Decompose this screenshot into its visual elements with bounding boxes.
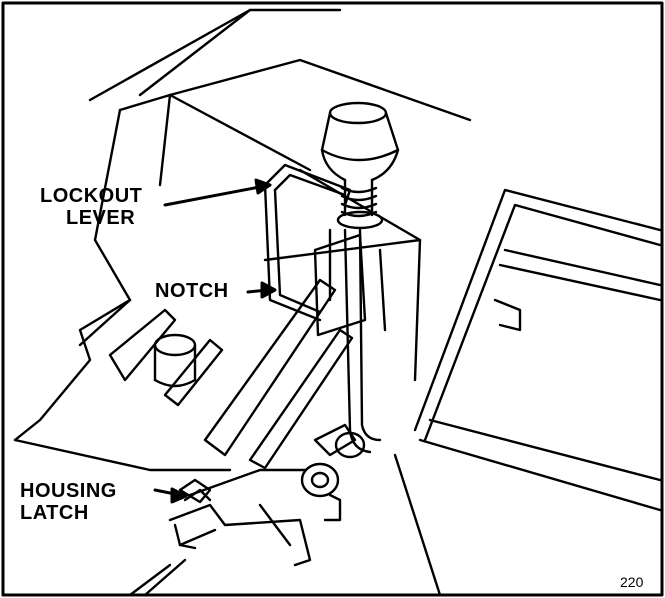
lower-linkage bbox=[168, 423, 366, 567]
pivot-pin bbox=[153, 333, 197, 388]
notch-arrowhead bbox=[260, 281, 277, 299]
lockout-lever-label-line-2: LEVER bbox=[66, 207, 136, 229]
notch-label-text: NOTCH bbox=[155, 280, 229, 302]
housing-latch bbox=[178, 478, 212, 504]
figure-number: 220 bbox=[620, 574, 644, 590]
lockout-arrowhead bbox=[254, 178, 272, 195]
lockout-lever-label: LOCKOUT LEVER bbox=[40, 185, 142, 229]
right-frame bbox=[413, 188, 662, 512]
notch-label: NOTCH bbox=[155, 280, 229, 302]
lever-knob bbox=[320, 101, 400, 230]
housing-body bbox=[13, 93, 422, 472]
housing-latch-label: HOUSING LATCH bbox=[20, 480, 117, 524]
background-panel bbox=[88, 8, 472, 122]
housing-latch-label-line-1: HOUSING bbox=[20, 480, 117, 502]
lockout-leader bbox=[163, 183, 272, 207]
housing-latch-label-line-2: LATCH bbox=[20, 502, 89, 524]
bottom-lines bbox=[128, 453, 442, 597]
lockout-lever bbox=[263, 163, 382, 454]
leader-arrows bbox=[153, 178, 277, 504]
notch-block bbox=[313, 233, 387, 337]
housing-arrowhead bbox=[170, 487, 188, 504]
lockout-lever-label-line-1: LOCKOUT bbox=[40, 185, 143, 207]
